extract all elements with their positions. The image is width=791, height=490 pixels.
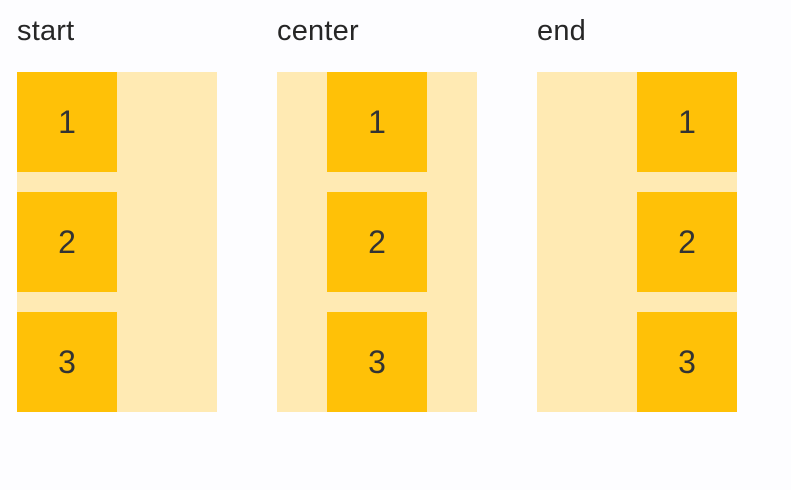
column-start: start 1 2 3 — [17, 15, 217, 412]
flex-item: 1 — [17, 72, 117, 172]
flex-item: 2 — [17, 192, 117, 292]
flex-item: 1 — [327, 72, 427, 172]
flex-item: 3 — [637, 312, 737, 412]
column-label-start: start — [17, 15, 75, 47]
flex-container-start: 1 2 3 — [17, 72, 217, 412]
column-end: end 1 2 3 — [537, 15, 737, 412]
flex-item: 3 — [327, 312, 427, 412]
flex-item: 2 — [327, 192, 427, 292]
column-center: center 1 2 3 — [277, 15, 477, 412]
flex-container-end: 1 2 3 — [537, 72, 737, 412]
flex-container-center: 1 2 3 — [277, 72, 477, 412]
alignment-demo: start 1 2 3 center 1 2 3 end 1 2 3 — [17, 15, 791, 412]
flex-item: 3 — [17, 312, 117, 412]
column-label-end: end — [537, 15, 586, 47]
flex-item: 1 — [637, 72, 737, 172]
flex-item: 2 — [637, 192, 737, 292]
column-label-center: center — [277, 15, 359, 47]
